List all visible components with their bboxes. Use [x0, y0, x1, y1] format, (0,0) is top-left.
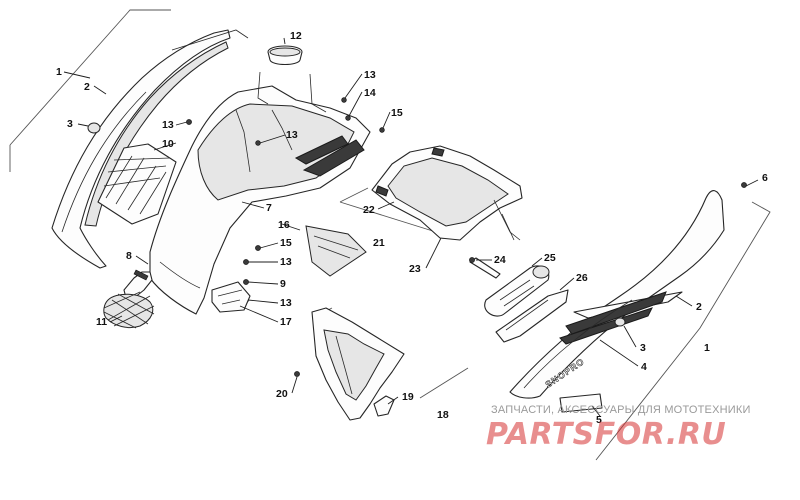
callout-13: 13 — [280, 256, 292, 268]
callout-4: 4 — [641, 361, 647, 373]
holder-26 — [495, 289, 569, 343]
callout-14: 14 — [364, 87, 376, 99]
callout-20: 20 — [276, 388, 288, 400]
callout-24: 24 — [494, 254, 506, 266]
callout-21: 21 — [373, 237, 385, 249]
rod-24 — [469, 257, 501, 279]
callout-1: 1 — [704, 342, 710, 354]
callout-9: 9 — [280, 278, 286, 290]
callout-18: 18 — [437, 409, 449, 421]
callout-13: 13 — [280, 297, 292, 309]
lower-bracket-18 — [311, 307, 469, 421]
callout-13: 13 — [162, 119, 174, 131]
callout-16: 16 — [278, 219, 290, 231]
callout-23: 23 — [409, 263, 421, 275]
storage-tray-22 — [339, 145, 523, 241]
callout-12: 12 — [290, 30, 302, 42]
left-side-panel — [9, 9, 249, 269]
callout-3: 3 — [67, 118, 73, 130]
callout-6: 6 — [762, 172, 768, 184]
callout-13: 13 — [286, 129, 298, 141]
callout-25: 25 — [544, 252, 556, 264]
callout-15: 15 — [391, 107, 403, 119]
callout-5: 5 — [596, 414, 602, 426]
callout-2: 2 — [84, 81, 90, 93]
panel-16 — [305, 225, 367, 277]
callout-26: 26 — [576, 272, 588, 284]
callout-10: 10 — [162, 138, 174, 150]
front-nose-cone — [103, 45, 371, 329]
callout-7: 7 — [266, 202, 272, 214]
callout-3: 3 — [640, 342, 646, 354]
callout-19: 19 — [402, 391, 414, 403]
tube-25 — [484, 265, 550, 317]
callout-1: 1 — [56, 66, 62, 78]
callout-17: 17 — [280, 316, 292, 328]
callout-13: 13 — [364, 69, 376, 81]
leader-lines — [63, 37, 759, 417]
callout-labels: 1 2 3 10 8 11 12 13 13 13 14 15 7 16 15 … — [56, 30, 768, 426]
mesh-grille-10 — [97, 143, 177, 225]
right-side-panel — [509, 190, 771, 461]
watermark-logo: PARTSFOR.RU — [486, 417, 727, 452]
callout-8: 8 — [126, 250, 132, 262]
callout-15: 15 — [280, 237, 292, 249]
callout-22: 22 — [363, 204, 375, 216]
watermark-tagline: ЗАПЧАСТИ, АКСЕССУАРЫ ДЛЯ МОТОТЕХНИКИ — [491, 404, 751, 416]
callout-11: 11 — [96, 316, 107, 328]
bracket-17 — [211, 281, 251, 313]
callout-2: 2 — [696, 301, 702, 313]
